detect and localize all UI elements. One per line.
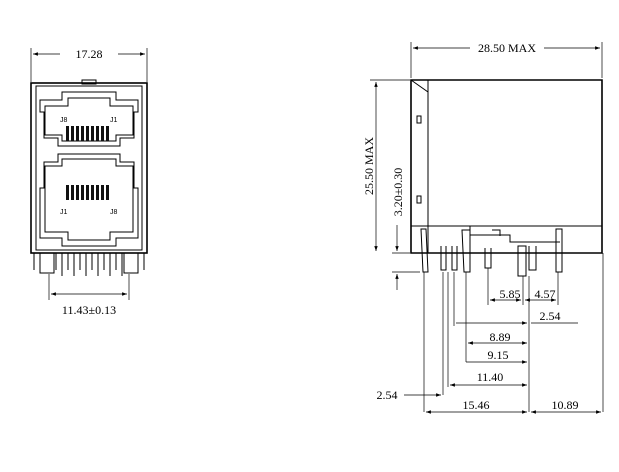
dim-10-89: 10.89 bbox=[531, 398, 601, 414]
bottom-port: J1 J8 bbox=[39, 153, 139, 247]
dim-text-length: 28.50 MAX bbox=[478, 41, 536, 55]
dim-text-2-54-a: 2.54 bbox=[540, 309, 561, 323]
dim-text-11-40: 11.40 bbox=[477, 370, 504, 384]
dim-11-40: 11.40 bbox=[450, 370, 527, 387]
top-port-contacts bbox=[66, 126, 109, 141]
dim-9-15: 9.15 bbox=[466, 348, 527, 364]
dim-4-57: 4.57 bbox=[525, 287, 556, 302]
dim-text-pin-length: 3.20±0.30 bbox=[391, 168, 405, 217]
dim-text-9-15: 9.15 bbox=[488, 348, 509, 362]
side-extension-lines bbox=[423, 253, 604, 412]
top-port-right-label: J1 bbox=[110, 117, 118, 124]
dim-2-54-a: 2.54 bbox=[456, 309, 578, 325]
top-port-left-label: J8 bbox=[60, 117, 68, 124]
dim-text-height: 25.50 MAX bbox=[362, 137, 376, 195]
front-pins bbox=[33, 252, 145, 276]
dim-text-2-54-b: 2.54 bbox=[377, 388, 398, 402]
dim-8-89: 8.89 bbox=[468, 330, 527, 345]
bottom-port-contacts bbox=[66, 185, 109, 200]
top-port: J8 J1 bbox=[39, 91, 139, 147]
side-view: 28.50 MAX 25.50 MAX bbox=[362, 41, 604, 414]
dim-pin-pitch: 11.43±0.13 bbox=[48, 274, 130, 317]
dim-text-pin-pitch: 11.43±0.13 bbox=[62, 303, 116, 317]
bottom-port-right-label: J8 bbox=[110, 209, 118, 216]
dim-text-4-57: 4.57 bbox=[535, 287, 556, 301]
dim-text-5-85: 5.85 bbox=[500, 287, 521, 301]
dim-text-10-89: 10.89 bbox=[552, 398, 579, 412]
dim-text-width: 17.28 bbox=[76, 47, 103, 61]
dim-text-8-89: 8.89 bbox=[490, 330, 511, 344]
dim-height-25-50: 25.50 MAX bbox=[362, 79, 410, 251]
dim-text-15-46: 15.46 bbox=[463, 398, 490, 412]
dim-pin-length: 3.20±0.30 bbox=[391, 168, 420, 290]
dim-length-28-50: 28.50 MAX bbox=[410, 41, 603, 78]
dim-5-85: 5.85 bbox=[490, 287, 521, 302]
front-housing bbox=[30, 79, 148, 254]
side-pins bbox=[420, 228, 563, 277]
side-body bbox=[410, 79, 603, 254]
dim-15-46: 15.46 bbox=[426, 398, 527, 414]
dim-2-54-b: 2.54 bbox=[377, 388, 441, 402]
bottom-port-left-label: J1 bbox=[60, 209, 68, 216]
dim-width-17-28: 17.28 bbox=[30, 47, 148, 82]
front-view: 17.28 J8 J1 bbox=[30, 47, 148, 317]
